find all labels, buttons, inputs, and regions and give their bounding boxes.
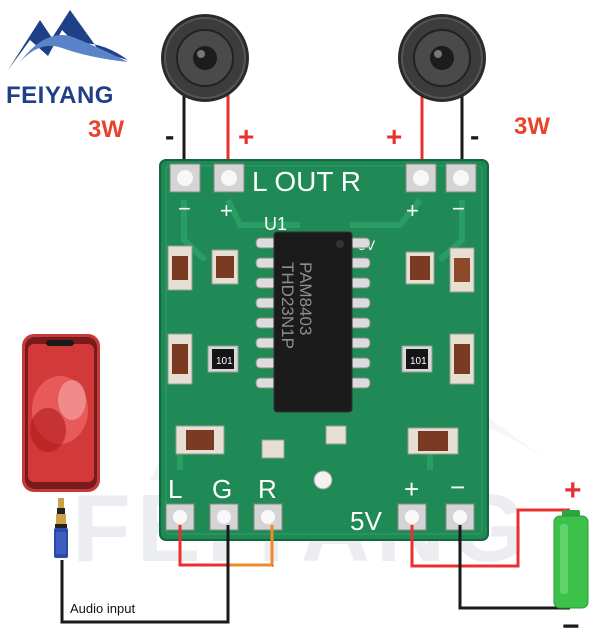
input-label-L: L <box>168 474 182 504</box>
battery-plus-sign: + <box>564 474 582 507</box>
smd-component <box>407 427 459 455</box>
audio-jack <box>54 498 68 558</box>
smd-component <box>405 251 435 285</box>
brand-logo <box>8 10 128 70</box>
power-red-wire <box>410 508 570 568</box>
chip-ref: U1 <box>264 214 287 234</box>
amplifier-chip <box>255 231 371 413</box>
smd-component <box>167 333 193 385</box>
power-label: 5V <box>350 506 382 536</box>
smd-component <box>261 439 285 459</box>
left-speaker-power: 3W <box>88 116 124 143</box>
input-ground-wire <box>60 525 230 624</box>
pad-minus-left: − <box>178 196 191 221</box>
input-pads <box>165 503 283 531</box>
output-label: L OUT R <box>252 166 361 197</box>
left-speaker <box>161 14 249 102</box>
pad-minus-right: − <box>452 196 465 221</box>
input-label-R: R <box>258 474 277 504</box>
power-plus-label: + <box>404 474 419 504</box>
mounting-hole <box>313 470 333 490</box>
smd-component <box>175 425 225 455</box>
amplifier-board: L OUT R − + + − U1 5V <box>159 159 489 541</box>
audio-input-caption: Audio input <box>70 601 136 616</box>
chip-marking-2: THD23N1P <box>278 262 297 349</box>
left-speaker-plus-sign: + <box>238 121 254 152</box>
smd-component <box>211 249 239 285</box>
right-speaker-power: 3W <box>514 113 550 140</box>
resistor-left-mark: 101 <box>216 356 233 367</box>
chip-marking-1: PAM8403 <box>296 262 315 335</box>
brand-name: FEIYANG <box>6 82 114 109</box>
smd-component <box>325 425 347 445</box>
resistor-right <box>401 345 433 373</box>
phone <box>22 334 100 492</box>
output-pads <box>169 163 477 193</box>
power-minus-label: − <box>450 472 465 502</box>
pad-plus-left: + <box>220 198 233 223</box>
smd-component <box>167 245 193 291</box>
battery-minus-sign: − <box>562 610 580 640</box>
resistor-left <box>207 345 239 373</box>
input-label-G: G <box>212 474 232 504</box>
pad-plus-right: + <box>406 198 419 223</box>
left-speaker-minus-sign: - <box>165 120 174 151</box>
right-speaker-plus-sign: + <box>386 121 402 152</box>
battery <box>553 510 589 609</box>
resistor-right-mark: 101 <box>410 356 427 367</box>
smd-component <box>449 333 475 385</box>
right-speaker-minus-sign: - <box>470 120 479 151</box>
power-black-wire <box>458 525 570 610</box>
right-speaker <box>398 14 486 102</box>
smd-component <box>449 247 475 293</box>
